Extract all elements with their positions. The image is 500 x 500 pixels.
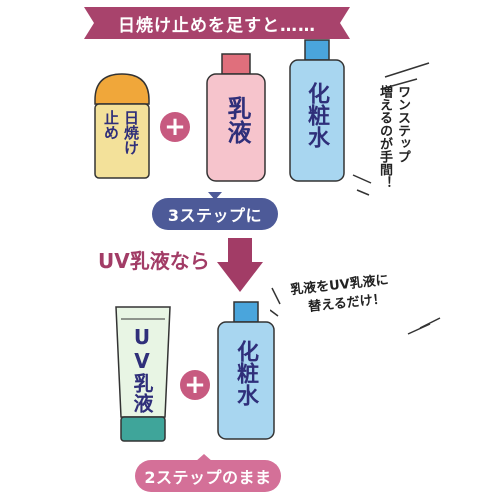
lotion-label-top: 化粧水 <box>304 82 329 148</box>
sunscreen-label-line1: 日焼け <box>122 110 140 155</box>
note-right-strokes <box>352 62 430 196</box>
sunscreen-bottle: 日焼け 止め <box>91 72 153 182</box>
note-right: ワンステップ 増えるのが手間！ <box>345 55 455 210</box>
note-middle: 乳液をUV乳液に 替えるだけ！ <box>270 268 460 338</box>
banner-shape <box>84 7 350 39</box>
lotion-label-bottom: 化粧水 <box>233 340 258 406</box>
sunscreen-label-line2: 止め <box>102 110 120 140</box>
uv-tube-shape <box>115 306 171 442</box>
plus-icon-top: + <box>160 112 190 142</box>
down-arrow-icon <box>217 238 263 292</box>
three-steps-bubble: 3ステップに <box>150 190 280 232</box>
uv-tube-label: UV乳液 <box>130 325 154 413</box>
banner-text: 日焼け止めを足すと…… <box>118 15 316 36</box>
lotion-bottle-top-shape <box>289 39 345 182</box>
lotion-bottle-top: 化粧水 <box>287 38 347 185</box>
sunscreen-bottle-shape <box>94 73 150 179</box>
lotion-bottle-bottom-shape <box>217 301 275 440</box>
uv-milk-tube: UV乳液 <box>113 305 173 445</box>
two-steps-text: 2ステップのまま <box>144 468 272 487</box>
milk-bottle: 乳液 <box>204 52 268 185</box>
plus-icon-bottom: + <box>180 370 210 400</box>
two-steps-shape <box>135 454 281 492</box>
two-steps-bubble: 2ステップのまま <box>133 452 283 494</box>
milk-bottle-shape <box>206 53 266 182</box>
milk-label: 乳液 <box>223 96 251 144</box>
lotion-bottle-bottom: 化粧水 <box>215 300 277 443</box>
note-middle-strokes <box>270 287 441 335</box>
uv-milk-text: UV乳液なら <box>98 249 210 273</box>
top-banner: 日焼け止めを足すと…… <box>84 7 350 39</box>
note-right-line1: ワンステップ <box>395 85 410 163</box>
three-steps-text: 3ステップに <box>167 206 263 225</box>
note-right-line2: 増えるのが手間！ <box>377 85 392 189</box>
three-steps-shape <box>152 192 278 230</box>
